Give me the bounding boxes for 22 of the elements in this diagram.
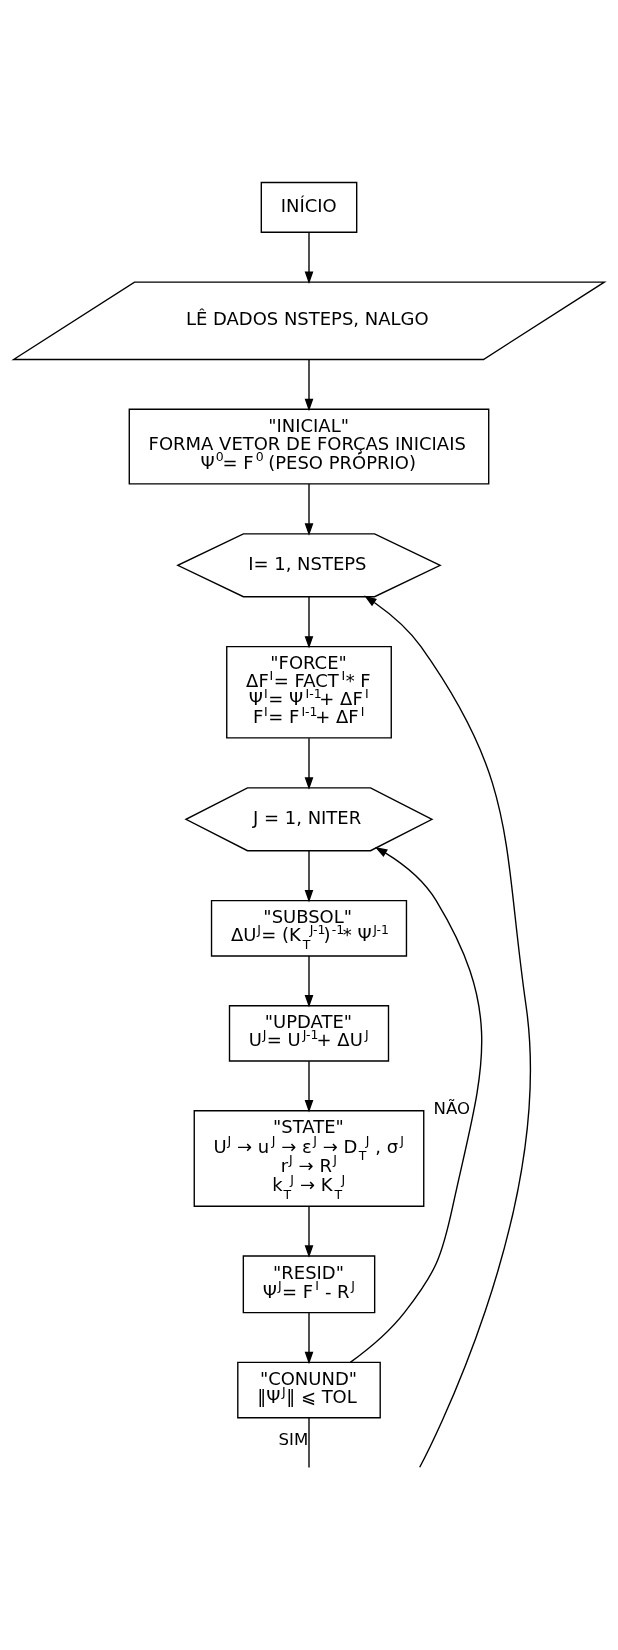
arrow (304, 595, 314, 649)
node-box: "RESID" Ψ$^{J}$= F$^{I}$ - R$^{J}$ (242, 1254, 376, 1313)
node-box: "UPDATE" U$^{J}$= U$^{J-1}$+ ΔU$^{J}$ (228, 1004, 390, 1062)
arrow (304, 1311, 314, 1364)
arrow (304, 358, 314, 411)
node-box: "CONUND" ‖Ψ$^{J}$‖ ⩽ TOL (237, 1361, 381, 1418)
arrow (304, 849, 314, 902)
node-box: INÍCIO (260, 181, 358, 233)
arrow (304, 482, 314, 536)
arrow (349, 846, 483, 1363)
arrow (304, 231, 314, 284)
arrow (304, 1205, 314, 1258)
node-box: "INICIAL" FORMA VETOR DE FORÇAS INICIAIS Ψ$^{0}$= F$^{0}$ (PESO PRÓPRIO) (128, 408, 490, 485)
arrow (364, 595, 531, 1468)
arrow (304, 1060, 314, 1112)
connector (308, 1416, 310, 1468)
arrow (304, 736, 314, 790)
edge-label: NÃO (433, 1098, 471, 1118)
node-box: "FORCE" ΔF$^{I}$= FACT$^{I}$* F Ψ$^{I}$= Ψ$^{I-1}$+ ΔF$^{I}$ F$^{I}$= F$^{I-1}$+ ΔF$^{I}$ (226, 645, 392, 739)
node-box: "SUBSOL" ΔU$^{J}$= (K$_{T}$$^{J-1}$)$^{-1}$* Ψ$^{J-1}$ (210, 899, 408, 957)
edge-label: SIM (278, 1429, 309, 1449)
arrow (304, 954, 314, 1007)
